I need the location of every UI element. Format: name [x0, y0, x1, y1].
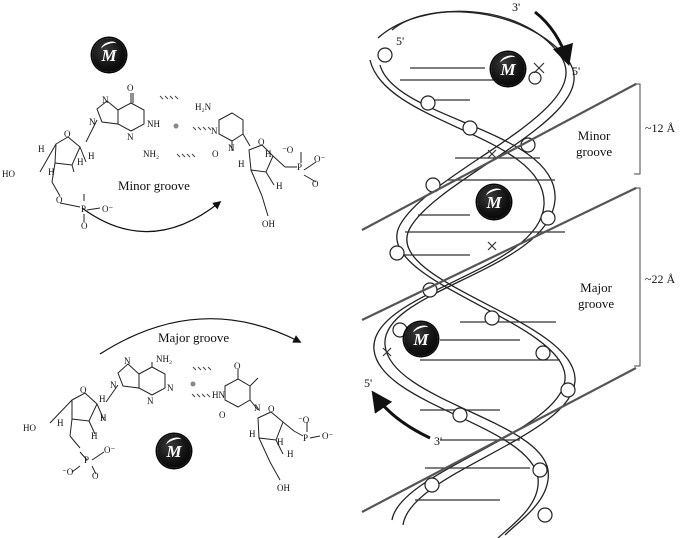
sugar-top-left-h3: H [88, 151, 95, 161]
sugar-bottom-left-h4: H [100, 413, 107, 423]
sugar-bottom-right-p: P [303, 433, 309, 443]
helix-minor-groove-label: Minor groove [576, 128, 613, 159]
sugar-top-right-o-bottom: O [312, 179, 319, 189]
sugar-top-left-p: P [81, 204, 87, 214]
sugar-top-right-h2: H [265, 149, 272, 159]
sugar-bottom-right-h3: H [287, 449, 294, 459]
sugar-top-left-o-bottom: O [81, 221, 88, 231]
guanine-nh2-label: NH₂ [143, 149, 160, 159]
metal-ion-symbol: M [166, 442, 182, 461]
sugar-bottom-right-h1: H [249, 429, 256, 439]
sugar-top-left-po-o: O [56, 195, 63, 205]
sugar-bottom-right-oh: OH [277, 483, 290, 493]
adenine-n3-label: N [147, 396, 154, 406]
minor-groove-caption: Minor groove [118, 178, 190, 193]
minor-groove-width: ~12 Å [645, 121, 676, 135]
major-groove-caption: Major groove [158, 330, 230, 345]
sugar-top-right-oh: OH [262, 219, 275, 229]
sugar-top-left-ho: HO [2, 169, 15, 179]
sugar-top-right-o-minus-2: O⁻ [314, 154, 326, 164]
metal-ion-badge-helix-top: M [491, 52, 525, 86]
sugar-bottom-left-h1: H [57, 418, 64, 428]
sugar-bottom-left-o-minus-2: O⁻ [104, 445, 116, 455]
groove-reference-lines [361, 83, 637, 513]
sugar-top-right-p: P [297, 162, 303, 172]
sugar-top-right-o: O [258, 137, 265, 147]
sugar-top-right-o-minus-1: ⁻O [282, 145, 294, 155]
sugar-bottom-right-o-minus: O⁻ [322, 431, 334, 441]
sugar-top-left-h2: H [77, 157, 84, 167]
thymine-o-label: O [234, 361, 241, 371]
sugar-bottom-left-h2: H [99, 394, 106, 404]
sugar-top-right-h3: H [276, 181, 283, 191]
adenine-n9-label: N [110, 380, 117, 390]
guanine-n3-label: N [127, 132, 134, 142]
dna-double-helix [369, 10, 576, 538]
strand-direction-arrow-bottom [371, 390, 431, 440]
hydrogen-bonds-bottom [190, 366, 212, 398]
cytosine-h2n-label: H₂N [195, 102, 212, 112]
cytosine-n3-label: N [211, 126, 218, 136]
cytosine-n1-label: N [228, 143, 235, 153]
major-groove-width: ~22 Å [645, 272, 676, 286]
strand-end-bottom-left: 5' [364, 376, 373, 390]
sugar-top-right-h1: H [238, 159, 245, 169]
sugar-bottom-left-p: P [84, 455, 90, 465]
sugar-top-left-o: O [64, 129, 71, 139]
helix-major-groove-label: Major groove [578, 280, 615, 311]
guanine-o-label: O [127, 83, 134, 93]
sugar-top-left-h4: H [48, 167, 55, 177]
metal-ion-symbol: M [413, 330, 429, 349]
metal-ion-symbol: M [101, 46, 117, 65]
adenine-nh2-label: NH₂ [156, 354, 173, 364]
minor-groove-arrow [81, 200, 222, 233]
sugar-bottom-right-h2: H [277, 437, 284, 447]
metal-ion-badge-top-pair: M [92, 38, 126, 72]
major-groove-arrow [99, 318, 302, 355]
hydrogen-bonds-top [159, 95, 212, 158]
sugar-bottom-left-o-minus-1: ⁻O [62, 467, 74, 477]
sugar-top-left-o-minus: O⁻ [102, 204, 114, 214]
sugar-bottom-left-o: O [80, 385, 87, 395]
metal-ion-symbol: M [486, 193, 502, 212]
sugar-bottom-left-ho: HO [23, 423, 36, 433]
sugar-bottom-right-o: O [268, 404, 275, 414]
thymine-o2-label: O [219, 410, 226, 420]
strand-end-top-left: 5' [396, 34, 405, 48]
metal-ion-badge-helix-middle: M [477, 185, 511, 219]
thymine-n1-label: N [254, 403, 261, 413]
guanine-nh-label: NH [147, 119, 160, 129]
metal-ion-badge-helix-bottom: M [404, 322, 438, 356]
guanine-n9-label: N [89, 117, 96, 127]
metal-ion-symbol: M [500, 60, 516, 79]
metal-ion-badge-bottom-pair: M [157, 434, 191, 468]
adenine-n1-label: N [167, 383, 174, 393]
sugar-bottom-right-o-minus-2: ⁻O [298, 415, 310, 425]
sugar-bottom-left-o-bottom: O [92, 471, 99, 481]
adenine-n7-label: N [124, 356, 131, 366]
strand-direction-arrow-top [534, 10, 574, 67]
guanine-n7-label: N [102, 95, 109, 105]
cytosine-o2-label: O [212, 149, 219, 159]
strand-end-bottom-right: 3' [434, 434, 443, 448]
guanine-cytosine-pair [39, 93, 317, 222]
thymine-hn-label: HN [212, 390, 225, 400]
strand-end-top-tail: 5' [572, 64, 581, 78]
sugar-top-left-h1: H [38, 144, 45, 154]
strand-end-top-right: 3' [512, 0, 521, 14]
adenine-thymine-pair [49, 362, 321, 481]
sugar-bottom-left-h3: H [91, 431, 98, 441]
groove-width-brackets [634, 83, 641, 367]
